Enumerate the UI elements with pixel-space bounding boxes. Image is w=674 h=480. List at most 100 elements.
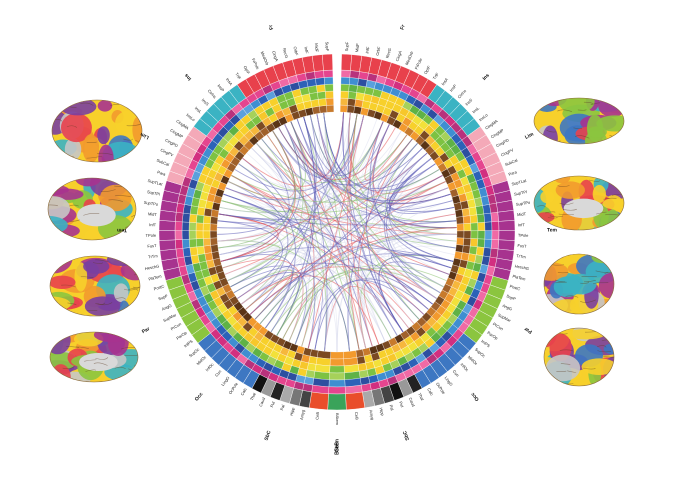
- ring-cell: [329, 358, 345, 367]
- ring-cell: [195, 222, 204, 232]
- ring-cell: [463, 230, 472, 239]
- ring-cell: [315, 77, 325, 86]
- lobe-label: BStem: [334, 439, 340, 455]
- region-label: AngG: [161, 303, 172, 312]
- region-label: TrTm: [516, 253, 527, 259]
- connection-link: [256, 142, 310, 345]
- region-label: Hipp: [289, 406, 296, 416]
- connection-link: [336, 289, 386, 353]
- connection-link: [385, 157, 441, 294]
- ring-cell: [316, 84, 326, 93]
- ring-cell: [196, 238, 204, 247]
- connection-link: [246, 152, 392, 340]
- connection-link: [309, 114, 457, 229]
- connection-link: [240, 157, 432, 305]
- lobe-label: Lim: [524, 131, 535, 141]
- region-label: IntPS: [480, 339, 491, 349]
- ring-cell: [181, 221, 190, 231]
- connection-link: [374, 272, 438, 336]
- connection-link: [223, 193, 434, 305]
- region-label: SupTLat: [511, 178, 528, 187]
- region-label: HeschG: [514, 263, 529, 271]
- region-label: SupF: [344, 41, 350, 51]
- lobe-segment: [158, 220, 176, 231]
- ring-cell: [326, 104, 335, 113]
- region-label: SupF: [325, 42, 331, 52]
- lobe-label: Par: [523, 326, 533, 335]
- connection-link: [230, 262, 434, 305]
- region-label: SupMar: [497, 312, 512, 323]
- ring-cell: [316, 350, 331, 359]
- region-label: Amyg: [368, 409, 375, 420]
- connection-link: [316, 113, 444, 288]
- connection-link: [233, 271, 350, 352]
- region-label: PlaTem: [512, 273, 527, 281]
- region-label: PrCun: [170, 321, 182, 331]
- lobe-segment: [498, 230, 516, 241]
- region-label: Put: [269, 400, 276, 408]
- connection-link: [249, 114, 317, 315]
- region-label: CingMA: [484, 118, 499, 130]
- ring-cell: [189, 213, 198, 223]
- connection-link: [259, 280, 304, 336]
- connection-link: [242, 157, 316, 349]
- ring-cell: [196, 206, 206, 216]
- region-label: CingPD: [164, 137, 179, 148]
- region-label: ParOp: [175, 330, 188, 341]
- connection-link: [316, 113, 451, 204]
- connection-link: [218, 193, 451, 221]
- ring-cell: [476, 213, 485, 223]
- region-label: PostC: [509, 283, 521, 291]
- lobe-label: Fr: [268, 24, 275, 31]
- connection-link: [282, 267, 444, 340]
- ring-cell: [470, 238, 478, 247]
- connection-link: [217, 240, 386, 343]
- region-label: SupTPl: [514, 189, 528, 197]
- ring-cell: [330, 351, 344, 360]
- ring-cell: [196, 245, 205, 255]
- connection-link: [217, 152, 428, 229]
- lobe-label: CeB: [334, 442, 340, 452]
- ring-cell: [210, 209, 220, 218]
- connection-link: [347, 113, 360, 351]
- ring-cell: [340, 90, 349, 99]
- connection-link: [218, 130, 296, 249]
- ring-cell: [196, 214, 205, 224]
- connection-link: [261, 138, 360, 351]
- ring-cell: [454, 209, 464, 218]
- connection-link: [217, 113, 321, 242]
- region-label: SupTPl: [147, 189, 161, 197]
- connection-link: [365, 123, 404, 333]
- connection-link: [303, 116, 429, 310]
- connection-link: [238, 163, 296, 329]
- brain-superior: [533, 97, 625, 145]
- connection-link: [284, 123, 449, 201]
- connection-link: [222, 258, 304, 343]
- connection-link: [222, 181, 282, 269]
- ring-cell: [319, 105, 328, 114]
- connection-link: [303, 116, 384, 176]
- region-label: FrPole: [414, 57, 424, 70]
- connection-link: [369, 121, 454, 262]
- connection-link: [353, 113, 453, 208]
- connection-link: [219, 147, 288, 214]
- connection-link: [234, 113, 358, 192]
- region-label: Thal: [417, 392, 425, 401]
- ring-cell: [182, 238, 190, 249]
- region-label: FrPole: [251, 57, 261, 70]
- connection-link: [272, 130, 457, 235]
- connection-link: [217, 220, 283, 300]
- ring-cell: [324, 83, 334, 92]
- lobe-segment: [327, 393, 347, 411]
- brain-medial-left: [47, 177, 137, 241]
- ring-cell: [195, 230, 204, 239]
- ring-cell: [182, 212, 191, 223]
- connection-link: [324, 233, 457, 352]
- connection-link: [290, 116, 318, 176]
- region-label: FusT: [147, 243, 157, 249]
- region-label: SupTPo: [516, 200, 532, 207]
- connection-link: [324, 112, 351, 352]
- ring-cell: [339, 104, 348, 113]
- region-label: PostC: [153, 283, 165, 291]
